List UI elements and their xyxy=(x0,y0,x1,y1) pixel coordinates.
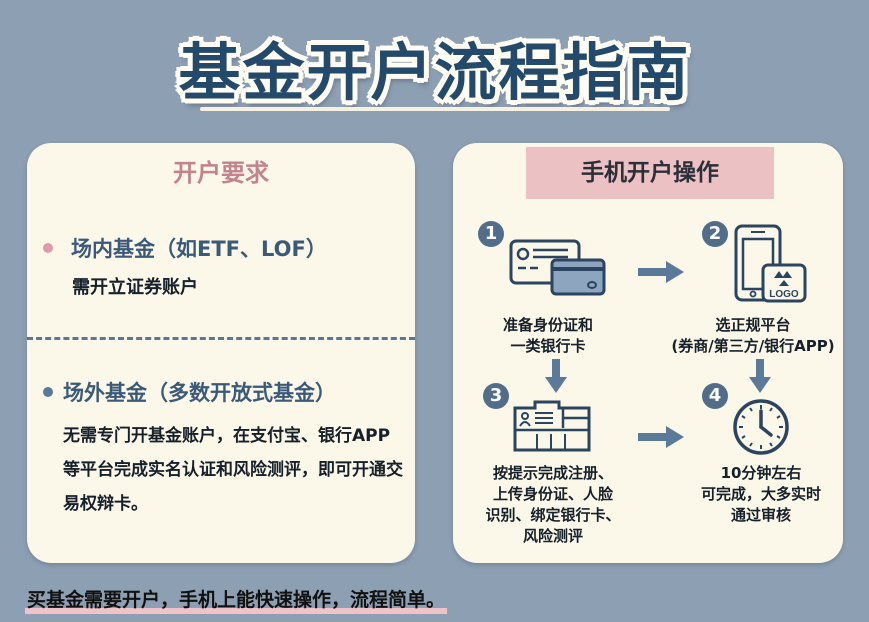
otc-fund-item: 场外基金（多数开放式基金） xyxy=(43,377,336,407)
step-2-text: 选正规平台 (券商/第三方/银行APP) xyxy=(671,316,835,355)
right-arrow-icon xyxy=(638,261,684,283)
down-arrow-icon xyxy=(545,359,567,393)
clock-icon xyxy=(733,399,789,455)
summary-footer: 买基金需要开户，手机上能快速操作，流程简单。 xyxy=(25,585,448,614)
id-and-bank-card-icon xyxy=(509,239,606,296)
step-4-badge: 4 xyxy=(702,383,728,409)
step-2-badge: 2 xyxy=(702,221,728,247)
svg-text:LOGO: LOGO xyxy=(769,289,799,300)
down-arrow-icon xyxy=(749,359,771,393)
step-3-text: 按提示完成注册、 上传身份证、人脸 识别、绑定银行卡、 风险测评 xyxy=(485,464,621,545)
exchange-fund-description: 需开立证券账户 xyxy=(72,277,198,298)
registration-form-icon xyxy=(513,400,591,452)
title-underline xyxy=(200,107,670,111)
step-1-text: 准备身份证和 一类银行卡 xyxy=(502,316,593,355)
dashed-divider xyxy=(27,337,415,340)
otc-fund-title: 场外基金（多数开放式基金） xyxy=(63,381,336,405)
page-title: 基金开户流程指南 xyxy=(178,36,691,109)
mobile-steps-heading: 手机开户操作 xyxy=(526,147,774,199)
mobile-steps-card: 手机开户操作 1 准备身份证和 一类银行卡 2 LOGO 选正规平台 (券商/第… xyxy=(453,143,843,563)
step-4-text: 10分钟左右 可完成，大多实时 通过审核 xyxy=(700,464,821,524)
pink-bullet-icon xyxy=(43,243,53,253)
phone-app-logo-icon: LOGO xyxy=(734,224,807,303)
requirements-card: 开户要求 场内基金（如ETF、LOF） 需开立证券账户 场外基金（多数开放式基金… xyxy=(27,143,415,563)
step-1-badge: 1 xyxy=(478,221,504,247)
blue-bullet-icon xyxy=(43,387,53,397)
step-3-badge: 3 xyxy=(483,383,509,409)
requirements-heading: 开户要求 xyxy=(173,159,269,187)
exchange-fund-item: 场内基金（如ETF、LOF） xyxy=(43,233,327,263)
exchange-fund-title: 场内基金（如ETF、LOF） xyxy=(71,237,327,261)
otc-fund-description: 无需专门开基金账户，在支付宝、银行APP等平台完成实名认证和风险测评，即可开通交… xyxy=(63,426,403,514)
right-arrow-icon xyxy=(638,426,684,448)
